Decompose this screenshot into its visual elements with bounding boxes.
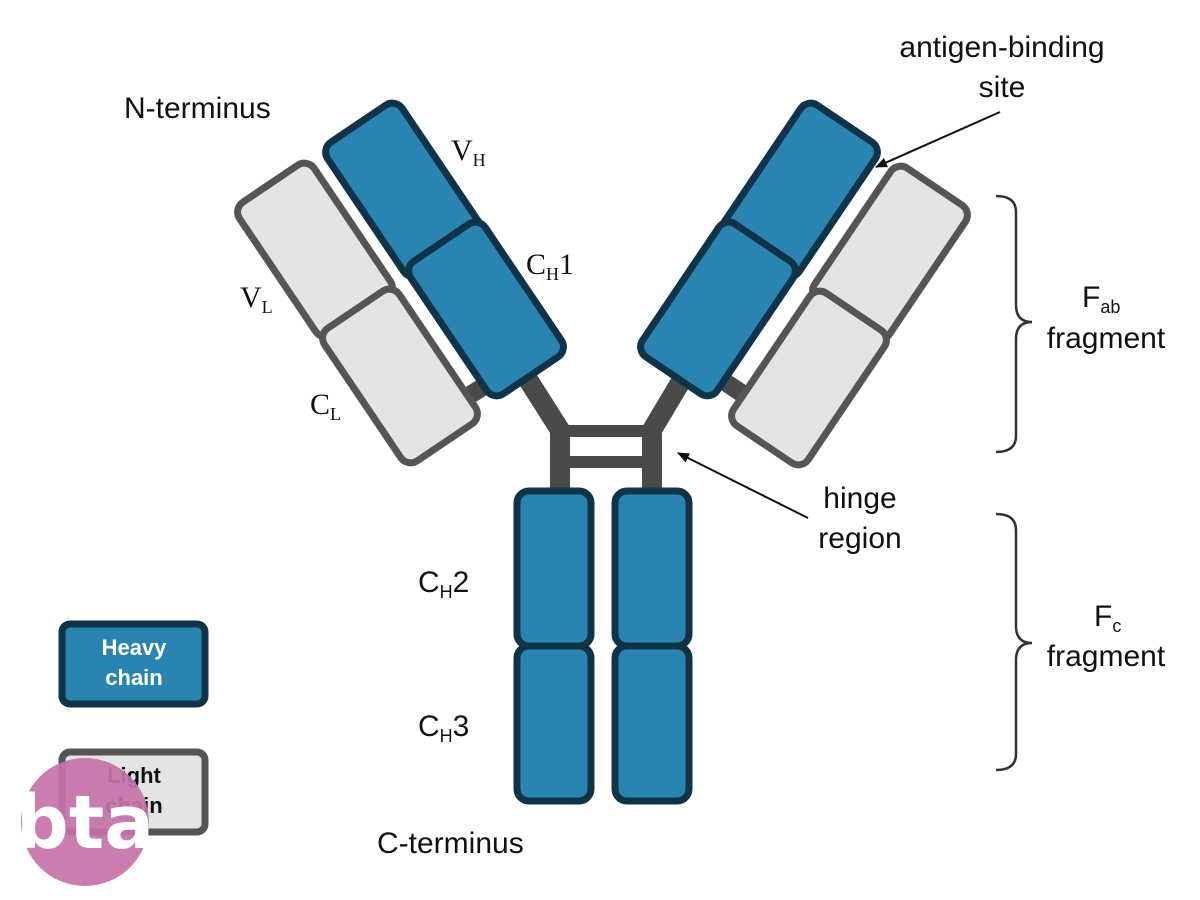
right-cl-domain	[728, 287, 890, 469]
right-ch3-domain	[611, 642, 693, 805]
fab-label-line1: Fab	[1082, 281, 1120, 317]
antigen-binding-label-line1: antigen-binding	[899, 31, 1104, 64]
left-heavy-stem	[518, 372, 570, 492]
cl-label: CL	[310, 388, 341, 424]
left-ch1-domain	[405, 218, 567, 400]
legend-heavy-chain-line1: Heavy	[102, 635, 168, 660]
ch2-label: CH2	[418, 566, 469, 602]
ch1-label: CH1	[526, 248, 574, 284]
right-fab-arm	[637, 99, 971, 469]
right-heavy-stem	[642, 372, 692, 492]
antigen-binding-arrow	[875, 111, 1001, 168]
fc-brace	[995, 512, 1033, 772]
left-ch3-domain	[513, 642, 595, 805]
antigen-binding-label-line2: site	[979, 71, 1026, 104]
legend-heavy-chain-swatch	[58, 620, 209, 708]
left-fab-arm	[234, 99, 567, 467]
logo-text: bta	[16, 780, 154, 866]
right-ch2-domain	[611, 487, 693, 650]
logo-circle	[21, 758, 149, 886]
n-terminus-label: N-terminus	[124, 92, 271, 125]
c-terminus-label: C-terminus	[377, 827, 524, 860]
bta-logo: bta	[16, 758, 154, 886]
vl-label: VL	[240, 281, 273, 317]
fc-label-line1: Fc	[1094, 600, 1121, 636]
left-ch2-domain	[513, 487, 595, 650]
hinge-label-line1: hinge	[823, 482, 896, 515]
fc-label-line2: fragment	[1047, 640, 1166, 673]
ch3-label: CH3	[418, 710, 469, 746]
left-cl-domain	[319, 285, 481, 467]
fab-label-line2: fragment	[1047, 322, 1166, 355]
vh-label: VH	[451, 134, 486, 170]
fc-stem	[513, 487, 693, 805]
fab-brace	[995, 194, 1033, 454]
hinge-region-arrow	[677, 452, 809, 519]
legend-heavy-chain-line2: chain	[105, 665, 162, 690]
right-ch1-domain	[637, 218, 799, 400]
hinge-label-line2: region	[818, 522, 901, 555]
